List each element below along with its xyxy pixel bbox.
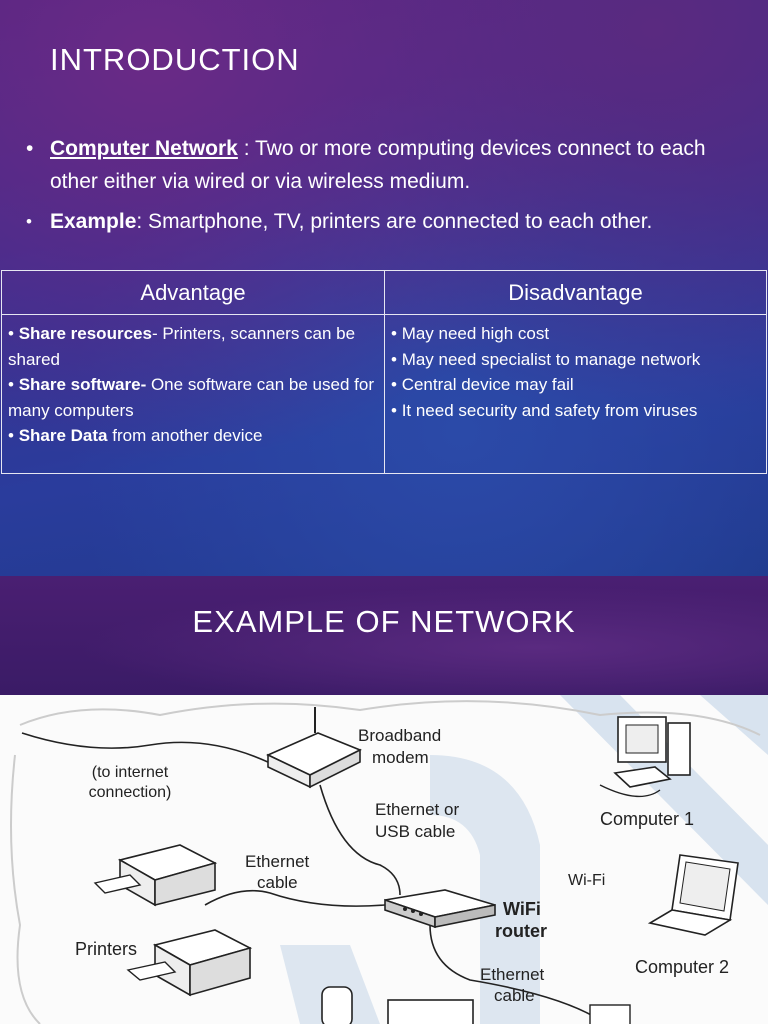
bullet-computer-network: • Computer Network : Two or more computi… (26, 132, 750, 198)
device-icon (589, 1004, 631, 1024)
internet-line (21, 732, 271, 764)
eth-usb-label-2: USB cable (375, 822, 455, 841)
definition-text: : Two or more computing devices connect … (50, 137, 706, 193)
example-text: : Smartphone, TV, printers are connected… (136, 210, 653, 233)
network-example-slide: EXAMPLE OF NETWORK (0, 576, 768, 1024)
disadvantage-item: • May need specialist to manage network (391, 349, 701, 369)
term-example: Example (50, 210, 137, 233)
tv-icon (387, 999, 474, 1024)
advantage-item: • Share Data from another device (8, 426, 263, 445)
advantage-column: Advantage • Share resources- Printers, s… (2, 271, 385, 473)
ethernet-cable2-label-1: Ethernet (480, 965, 545, 984)
modem-label-2: modem (372, 748, 429, 767)
ethernet-cable2-label-2: cable (494, 986, 535, 1005)
slide-title: INTRODUCTION (50, 42, 300, 77)
bullet-example: • Example: Smartphone, TV, printers are … (26, 205, 750, 238)
term-computer-network: Computer Network (50, 137, 238, 160)
advantage-header: Advantage (2, 271, 384, 315)
slide2-header: EXAMPLE OF NETWORK (0, 576, 768, 695)
bullet-dot: • (26, 137, 34, 160)
advantage-item: • Share software- One software can be us… (8, 375, 374, 420)
computer2-label: Computer 2 (635, 957, 729, 977)
ethernet-cable-label-2: cable (257, 873, 298, 892)
eth-usb-label-1: Ethernet or (375, 800, 459, 819)
printer-router-cable (204, 889, 386, 907)
computer1-icon (613, 716, 691, 788)
disadvantage-item: • It need security and safety from virus… (391, 400, 698, 420)
slide2-title: EXAMPLE OF NETWORK (192, 604, 576, 639)
printer-icon (126, 929, 253, 997)
disadvantage-item: • May need high cost (391, 324, 550, 343)
computer2-icon (647, 854, 739, 936)
modem-icon (266, 707, 362, 789)
router-icon (384, 889, 496, 929)
disadvantage-column: Disadvantage • May need high cost • May … (385, 271, 766, 473)
intro-slide: INTRODUCTION • Computer Network : Two or… (0, 0, 768, 576)
ethernet-cable-label-1: Ethernet (245, 852, 310, 871)
disadvantage-list: • May need high cost • May need speciali… (385, 315, 766, 429)
router-label-1: WiFi (503, 899, 541, 919)
advantage-disadvantage-table: Advantage • Share resources- Printers, s… (1, 270, 767, 474)
router-device-cable (429, 924, 601, 1021)
modem-router-cable (319, 784, 401, 896)
printer-icon (93, 844, 218, 907)
internet-label-1: (to internet (92, 764, 169, 781)
disadvantage-item: • Central device may fail (391, 375, 574, 394)
wifi-label: Wi-Fi (568, 872, 605, 889)
disadvantage-header: Disadvantage (385, 271, 766, 315)
modem-label-1: Broadband (358, 726, 441, 745)
printers-label: Printers (75, 939, 137, 959)
smartphone-icon (321, 986, 353, 1024)
bullet-dot: • (26, 212, 32, 231)
network-diagram-svg: (to internet connection) Broadband modem… (10, 695, 768, 1024)
advantage-list: • Share resources- Printers, scanners ca… (2, 315, 384, 455)
advantage-item: • Share resources- Printers, scanners ca… (8, 324, 356, 369)
computer1-label: Computer 1 (600, 809, 694, 829)
network-diagram: (to internet connection) Broadband modem… (0, 695, 768, 1024)
internet-label-2: connection) (89, 784, 172, 801)
router-label-2: router (495, 921, 547, 941)
